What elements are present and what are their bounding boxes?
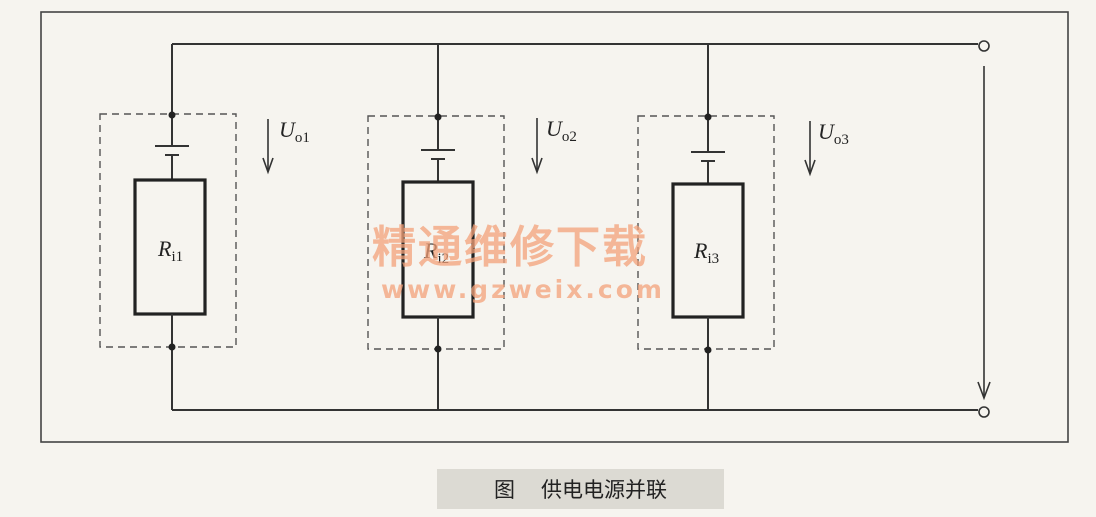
watermark-text: 精通维修下载 (372, 222, 648, 273)
voltage-label-2: Uo2 (546, 116, 577, 145)
outer-frame (40, 11, 1069, 443)
power-module-2: Ri2 Uo2 (367, 44, 577, 410)
module-boundary-1 (99, 113, 237, 348)
voltage-arrow-1 (262, 119, 274, 175)
resistor-label-1: Ri1 (157, 236, 183, 265)
resistor-2 (401, 180, 475, 319)
output-terminal-bottom (978, 406, 990, 418)
voltage-arrow-2 (531, 118, 543, 175)
output-voltage-arrow (977, 66, 991, 401)
voltage-label-3: Uo3 (818, 119, 849, 148)
power-module-1: Ri1 Uo1 (99, 44, 310, 410)
voltage-label-1: Uo1 (279, 117, 310, 146)
figure-label: 图 (494, 478, 515, 502)
resistor-1 (133, 178, 207, 316)
power-module-3: Ri3 Uo3 (637, 44, 849, 410)
resistor-label-3: Ri3 (693, 238, 719, 267)
output-terminal-top (978, 40, 990, 52)
voltage-arrow-3 (804, 121, 816, 177)
figure-caption: 图 供电电源并联 (437, 469, 724, 509)
figure-title: 供电电源并联 (541, 478, 667, 502)
resistor-label-2: Ri2 (423, 238, 449, 267)
watermark-url: www.gzweix.com (381, 275, 665, 304)
